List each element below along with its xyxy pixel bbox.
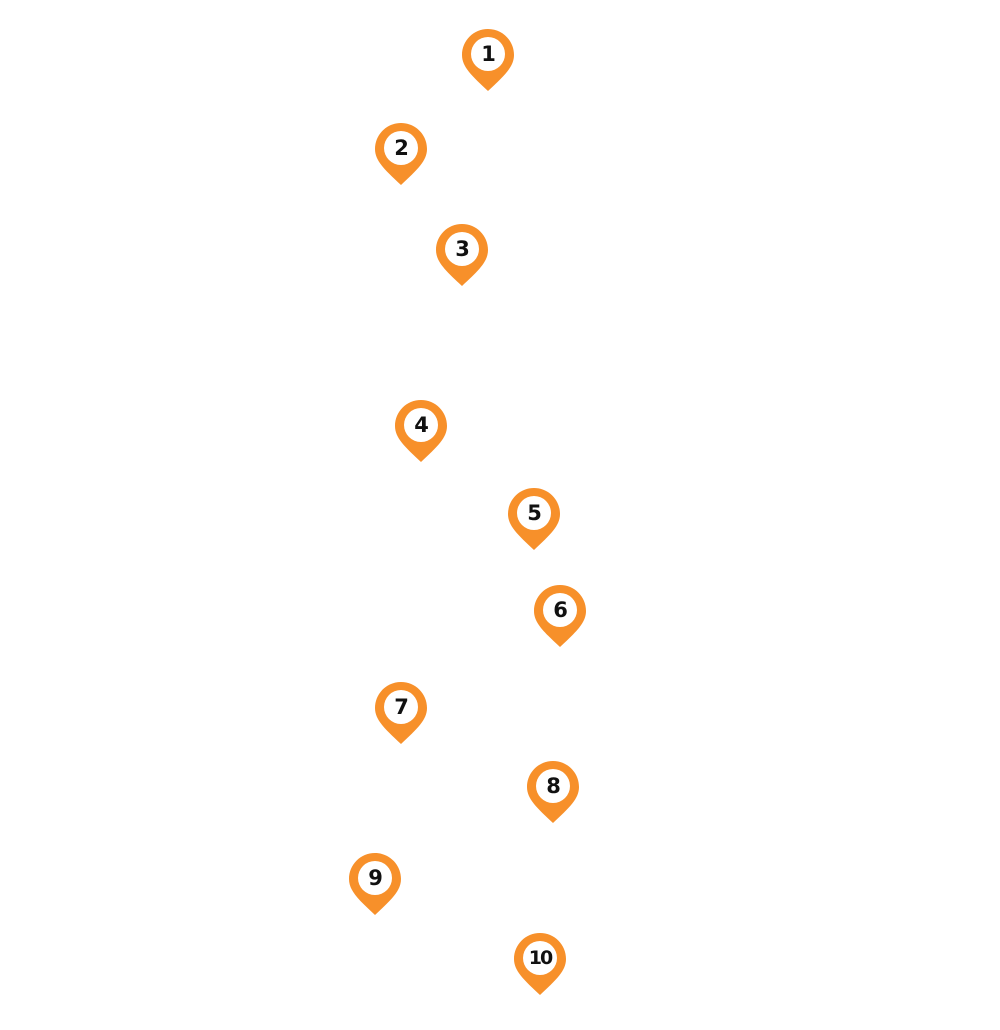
map-pin-icon: [395, 400, 447, 462]
pin-inner-circle: [471, 37, 505, 71]
map-marker-9[interactable]: 9: [347, 851, 403, 917]
map-marker-3[interactable]: 3: [434, 222, 490, 288]
pin-inner-circle: [384, 131, 418, 165]
map-pin-icon: [508, 488, 560, 550]
map-pin-icon: [514, 933, 566, 995]
pin-inner-circle: [536, 769, 570, 803]
pin-inner-circle: [358, 861, 392, 895]
map-marker-7[interactable]: 7: [373, 680, 429, 746]
map-marker-5[interactable]: 5: [506, 486, 562, 552]
pin-inner-circle: [523, 941, 557, 975]
map-marker-8[interactable]: 8: [525, 759, 581, 825]
map-pin-icon: [436, 224, 488, 286]
map-pin-icon: [527, 761, 579, 823]
map-pin-icon: [534, 585, 586, 647]
map-pin-icon: [375, 682, 427, 744]
map-marker-2[interactable]: 2: [373, 121, 429, 187]
map-pin-icon: [462, 29, 514, 91]
pin-inner-circle: [445, 232, 479, 266]
pin-inner-circle: [517, 496, 551, 530]
pin-inner-circle: [384, 690, 418, 724]
map-marker-6[interactable]: 6: [532, 583, 588, 649]
map-marker-1[interactable]: 1: [460, 27, 516, 93]
pin-inner-circle: [543, 593, 577, 627]
map-pin-icon: [375, 123, 427, 185]
map-marker-10[interactable]: 10: [512, 931, 568, 997]
map-marker-4[interactable]: 4: [393, 398, 449, 464]
pin-inner-circle: [404, 408, 438, 442]
map-pin-icon: [349, 853, 401, 915]
